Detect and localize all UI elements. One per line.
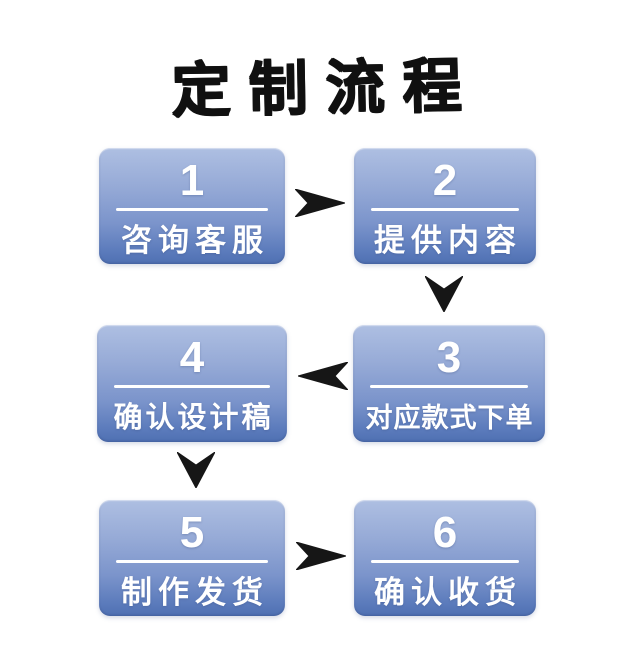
step-box-3: 3 对应款式下单 xyxy=(353,325,545,442)
arrow-down-icon xyxy=(424,275,464,313)
step-divider xyxy=(116,207,268,211)
step-box-2: 2 提供内容 xyxy=(354,148,536,264)
arrow-left-icon xyxy=(297,361,349,391)
step-divider xyxy=(370,385,528,388)
step-divider xyxy=(371,559,519,563)
step-label: 确认收货 xyxy=(374,574,522,610)
step-label: 提供内容 xyxy=(374,222,522,258)
step-label: 制作发货 xyxy=(121,574,269,610)
arrow-1-to-2 xyxy=(294,188,346,218)
step-number: 5 xyxy=(179,507,205,557)
step-number: 3 xyxy=(436,333,462,382)
page-title: 定制流程 xyxy=(170,52,480,124)
step-label: 对应款式下单 xyxy=(365,402,534,433)
arrow-3-to-4 xyxy=(297,361,349,391)
step-divider xyxy=(114,385,270,388)
step-number: 1 xyxy=(179,155,205,205)
arrow-4-to-5 xyxy=(176,451,216,489)
step-label: 确认设计稿 xyxy=(113,402,274,434)
step-number: 4 xyxy=(179,333,205,382)
step-number: 6 xyxy=(432,507,458,557)
step-box-6: 6 确认收货 xyxy=(354,500,536,616)
step-divider xyxy=(371,207,519,211)
arrow-down-icon xyxy=(176,451,216,489)
arrow-2-to-3 xyxy=(424,275,464,313)
step-box-4: 4 确认设计稿 xyxy=(97,325,287,442)
arrow-right-icon xyxy=(294,188,346,218)
step-box-1: 1 咨询客服 xyxy=(99,148,285,264)
step-divider xyxy=(116,559,268,563)
step-label: 咨询客服 xyxy=(121,222,269,258)
step-box-5: 5 制作发货 xyxy=(99,500,285,616)
step-number: 2 xyxy=(432,155,458,205)
arrow-right-icon xyxy=(295,541,347,571)
arrow-5-to-6 xyxy=(295,541,347,571)
